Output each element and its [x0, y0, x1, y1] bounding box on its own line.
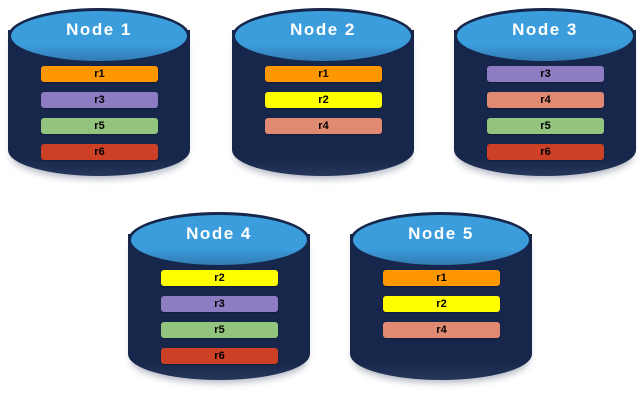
- node-label: Node 5: [408, 224, 474, 243]
- cylinder-top-ellipse: [8, 8, 190, 64]
- node-label: Node 3: [512, 20, 578, 39]
- cylinder-top-ellipse: [128, 212, 310, 268]
- database-node-3[interactable]: Node 3 r3 r4 r5 r6: [454, 8, 636, 191]
- database-node-2[interactable]: Node 2 r1 r2 r4: [232, 8, 414, 191]
- cylinder-bottom-shading: [232, 146, 414, 176]
- replica-bar-r4[interactable]: r4: [487, 92, 604, 108]
- replica-bar-r5[interactable]: r5: [41, 118, 158, 134]
- replica-list: r1 r2 r4: [265, 66, 382, 134]
- replica-bar-r1[interactable]: r1: [383, 270, 500, 286]
- replica-bar-r6[interactable]: r6: [161, 348, 278, 364]
- replica-bar-r3[interactable]: r3: [487, 66, 604, 82]
- cylinder-bottom-shading: [350, 350, 532, 380]
- cylinder-top-ellipse: [232, 8, 414, 64]
- replica-bar-r5[interactable]: r5: [487, 118, 604, 134]
- replica-list: r1 r2 r4: [383, 270, 500, 338]
- replica-list: r2 r3 r5 r6: [161, 270, 278, 364]
- replica-bar-r4[interactable]: r4: [383, 322, 500, 338]
- replica-bar-r2[interactable]: r2: [161, 270, 278, 286]
- replica-bar-r1[interactable]: r1: [265, 66, 382, 82]
- replica-bar-r3[interactable]: r3: [161, 296, 278, 312]
- replica-list: r1 r3 r5 r6: [41, 66, 158, 160]
- replica-bar-r1[interactable]: r1: [41, 66, 158, 82]
- replica-bar-r4[interactable]: r4: [265, 118, 382, 134]
- database-node-5[interactable]: Node 5 r1 r2 r4: [350, 212, 532, 395]
- replica-list: r3 r4 r5 r6: [487, 66, 604, 160]
- database-node-4[interactable]: Node 4 r2 r3 r5 r6: [128, 212, 310, 395]
- replica-bar-r2[interactable]: r2: [265, 92, 382, 108]
- database-node-1[interactable]: Node 1 r1 r3 r5 r6: [8, 8, 190, 191]
- replica-bar-r6[interactable]: r6: [41, 144, 158, 160]
- cylinder-top-ellipse: [350, 212, 532, 268]
- node-label: Node 4: [186, 224, 252, 243]
- node-label: Node 2: [290, 20, 356, 39]
- replica-bar-r6[interactable]: r6: [487, 144, 604, 160]
- replica-bar-r5[interactable]: r5: [161, 322, 278, 338]
- replica-bar-r3[interactable]: r3: [41, 92, 158, 108]
- cylinder-top-ellipse: [454, 8, 636, 64]
- node-label: Node 1: [66, 20, 132, 39]
- replica-bar-r2[interactable]: r2: [383, 296, 500, 312]
